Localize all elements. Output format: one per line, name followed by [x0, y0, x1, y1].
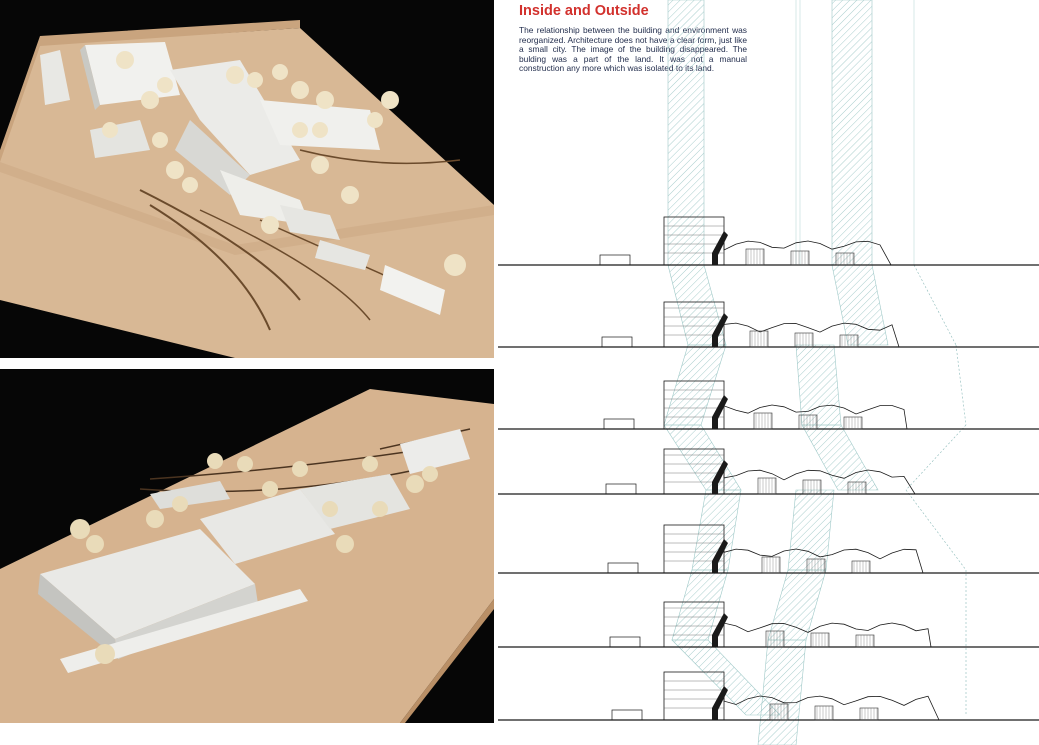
- section-building: [806, 558, 826, 574]
- section-building: [765, 630, 785, 648]
- section-building: [859, 707, 879, 721]
- section-building: [855, 634, 875, 648]
- dashed-guide-line: [955, 344, 967, 426]
- hatch-band: [663, 424, 742, 491]
- section-building: [810, 632, 830, 648]
- section-row: [498, 601, 1039, 648]
- section-building: [607, 562, 639, 574]
- section-building: [605, 483, 637, 495]
- section-building: [802, 479, 822, 495]
- hatch-band: [767, 569, 827, 641]
- section-building: [835, 252, 855, 266]
- section-building: [599, 254, 631, 266]
- hatch-band: [795, 344, 842, 426]
- hatch-band: [667, 0, 705, 266]
- section-building: [798, 414, 818, 430]
- section-row: [498, 524, 1039, 574]
- section-roofline: [723, 235, 892, 266]
- hatch-band: [787, 489, 835, 571]
- section-roofline: [723, 617, 932, 648]
- section-building: [745, 248, 765, 266]
- dashed-guide-line: [905, 424, 967, 491]
- section-building: [794, 332, 814, 348]
- section-building: [839, 334, 859, 348]
- section-row: [498, 448, 1039, 495]
- section-roofline: [723, 317, 900, 348]
- section-roofline: [723, 464, 916, 495]
- hatch-band: [831, 264, 889, 346]
- section-roofline: [723, 399, 908, 430]
- dashed-guide-line: [905, 489, 967, 571]
- section-cut: [712, 460, 728, 494]
- model-photo-bottom: [0, 369, 494, 723]
- section-roofline: [723, 690, 940, 721]
- section-roofline: [723, 543, 924, 574]
- description-text: The relationship between the building an…: [519, 25, 747, 74]
- section-cut: [712, 231, 728, 265]
- section-building: [603, 418, 635, 430]
- section-building: [843, 416, 863, 430]
- section-rows: [498, 216, 1039, 721]
- section-building: [609, 636, 641, 648]
- hatch-band: [831, 0, 873, 266]
- dashed-guide-line: [913, 264, 957, 346]
- section-building: [611, 709, 643, 721]
- section-building: [790, 250, 810, 266]
- section-cut: [712, 395, 728, 429]
- section-cut: [712, 539, 728, 573]
- section-building: [814, 705, 834, 721]
- section-cut: [712, 613, 728, 647]
- section-row: [498, 301, 1039, 348]
- model-photo-top: [0, 0, 494, 358]
- section-building: [847, 481, 867, 495]
- section-building: [601, 336, 633, 348]
- section-building: [753, 412, 773, 430]
- section-building: [757, 477, 777, 495]
- section-drawings: [498, 0, 1039, 745]
- section-building: [851, 560, 871, 574]
- section-row: [498, 216, 1039, 266]
- section-building: [769, 703, 789, 721]
- section-building: [749, 330, 769, 348]
- section-cut: [712, 686, 728, 720]
- section-row: [498, 671, 1039, 721]
- hatch-band: [757, 639, 807, 745]
- section-building: [761, 556, 781, 574]
- section-row: [498, 380, 1039, 430]
- section-cut: [712, 313, 728, 347]
- page-title: Inside and Outside: [519, 3, 649, 19]
- hatch-band: [801, 424, 879, 491]
